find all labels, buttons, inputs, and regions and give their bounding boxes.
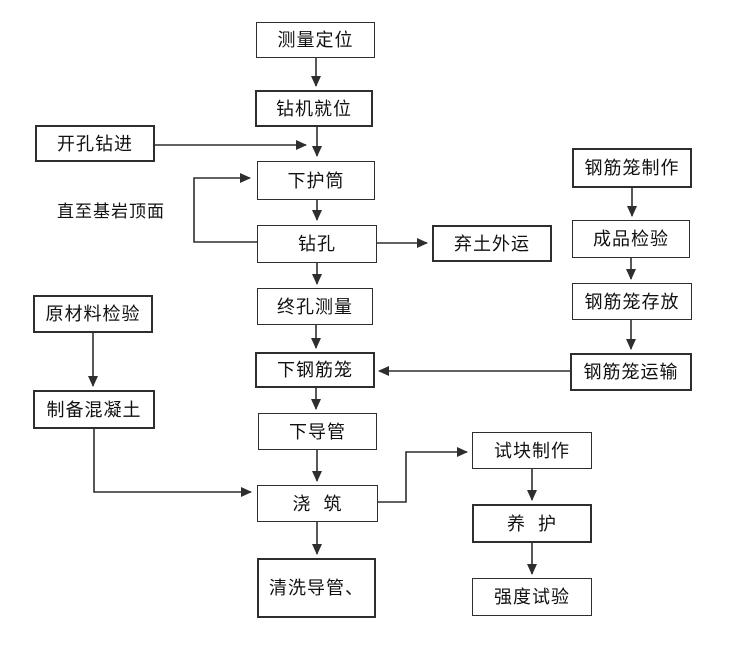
node-product-inspection: 成品检验 bbox=[572, 220, 690, 258]
arrow-drilling-loop-to-casing bbox=[193, 173, 257, 243]
node-open-hole-drilling: 开孔钻进 bbox=[35, 125, 155, 162]
node-curing: 养 护 bbox=[472, 504, 592, 543]
node-concrete-preparation: 制备混凝土 bbox=[33, 390, 155, 429]
node-rig-in-place: 钻机就位 bbox=[255, 90, 373, 127]
node-lower-tremie: 下导管 bbox=[258, 413, 377, 450]
node-cage-transport: 钢筋笼运输 bbox=[570, 353, 692, 391]
node-spoil-removal: 弃土外运 bbox=[432, 225, 552, 262]
node-drilling: 钻孔 bbox=[257, 225, 377, 263]
node-cage-fabrication: 钢筋笼制作 bbox=[572, 148, 692, 188]
label-until-bedrock-top: 直至基岩顶面 bbox=[57, 202, 165, 221]
arrow-pouring-to-test-block bbox=[378, 447, 468, 503]
node-cage-storage: 钢筋笼存放 bbox=[572, 283, 692, 320]
node-test-block-making: 试块制作 bbox=[472, 432, 592, 469]
node-raw-material-inspection: 原材料检验 bbox=[33, 295, 153, 333]
node-pouring: 浇 筑 bbox=[257, 485, 378, 522]
node-lower-casing: 下护筒 bbox=[257, 161, 375, 200]
node-final-hole-survey: 终孔测量 bbox=[257, 288, 373, 325]
node-clean-tremie: 清洗导管、 bbox=[257, 558, 376, 618]
arrow-concrete-to-pouring bbox=[93, 429, 252, 497]
node-lower-rebar-cage: 下钢筋笼 bbox=[255, 352, 375, 388]
node-survey-positioning: 测量定位 bbox=[256, 22, 375, 58]
node-strength-test: 强度试验 bbox=[472, 578, 592, 616]
